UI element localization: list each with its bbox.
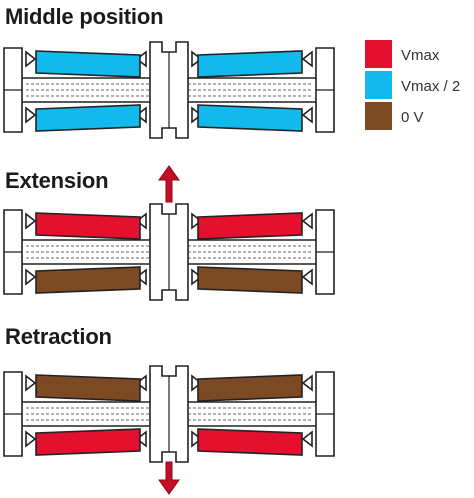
beam-bottom-right xyxy=(197,266,303,294)
flexure-notch xyxy=(25,212,37,230)
flexure-notch xyxy=(25,106,37,124)
arrow-up-icon xyxy=(158,165,180,203)
flexure-notch xyxy=(135,212,147,230)
flexure-notch xyxy=(25,430,37,448)
beam-top-left xyxy=(35,212,141,240)
beam-top-left xyxy=(35,374,141,402)
flexure-notch xyxy=(25,268,37,286)
beam-top-right xyxy=(197,374,303,402)
flexure-notch xyxy=(301,268,313,286)
panel-title-extension: Extension xyxy=(5,168,109,193)
legend-swatch-zero-volt xyxy=(365,102,392,130)
actuator-panel-2 xyxy=(3,365,335,463)
beam-bottom-left xyxy=(35,266,141,294)
flexure-notch xyxy=(301,430,313,448)
flexure-notch xyxy=(191,268,203,286)
beam-bottom-left xyxy=(35,428,141,456)
beam-bottom-right xyxy=(197,104,303,132)
beam-top-left xyxy=(35,50,141,78)
flexure-notch xyxy=(191,106,203,124)
actuator-panel-0 xyxy=(3,41,335,139)
beam-top-right xyxy=(197,50,303,78)
legend-label-zero-volt: 0 V xyxy=(401,109,424,126)
arrow-down-icon xyxy=(158,461,180,495)
flexure-notch xyxy=(25,374,37,392)
flexure-notch xyxy=(25,50,37,68)
beam-bottom-right xyxy=(197,428,303,456)
panel-title-retraction: Retraction xyxy=(5,324,112,349)
flexure-notch xyxy=(191,374,203,392)
legend-label-vmax-half: Vmax / 2 xyxy=(401,78,461,95)
legend-swatch-vmax xyxy=(365,40,392,68)
flexure-notch xyxy=(301,212,313,230)
legend-swatch-vmax-half xyxy=(365,71,392,99)
legend-label-vmax: Vmax xyxy=(401,47,440,64)
flexure-notch xyxy=(135,106,147,124)
flexure-notch xyxy=(135,430,147,448)
beam-top-right xyxy=(197,212,303,240)
flexure-notch xyxy=(301,374,313,392)
flexure-notch xyxy=(191,212,203,230)
beam-bottom-left xyxy=(35,104,141,132)
flexure-notch xyxy=(191,430,203,448)
actuator-panel-1 xyxy=(3,203,335,301)
flexure-notch xyxy=(301,106,313,124)
flexure-notch xyxy=(135,50,147,68)
flexure-notch xyxy=(135,268,147,286)
flexure-notch xyxy=(135,374,147,392)
flexure-notch xyxy=(191,50,203,68)
panel-title-middle-position: Middle position xyxy=(5,4,164,29)
flexure-notch xyxy=(301,50,313,68)
